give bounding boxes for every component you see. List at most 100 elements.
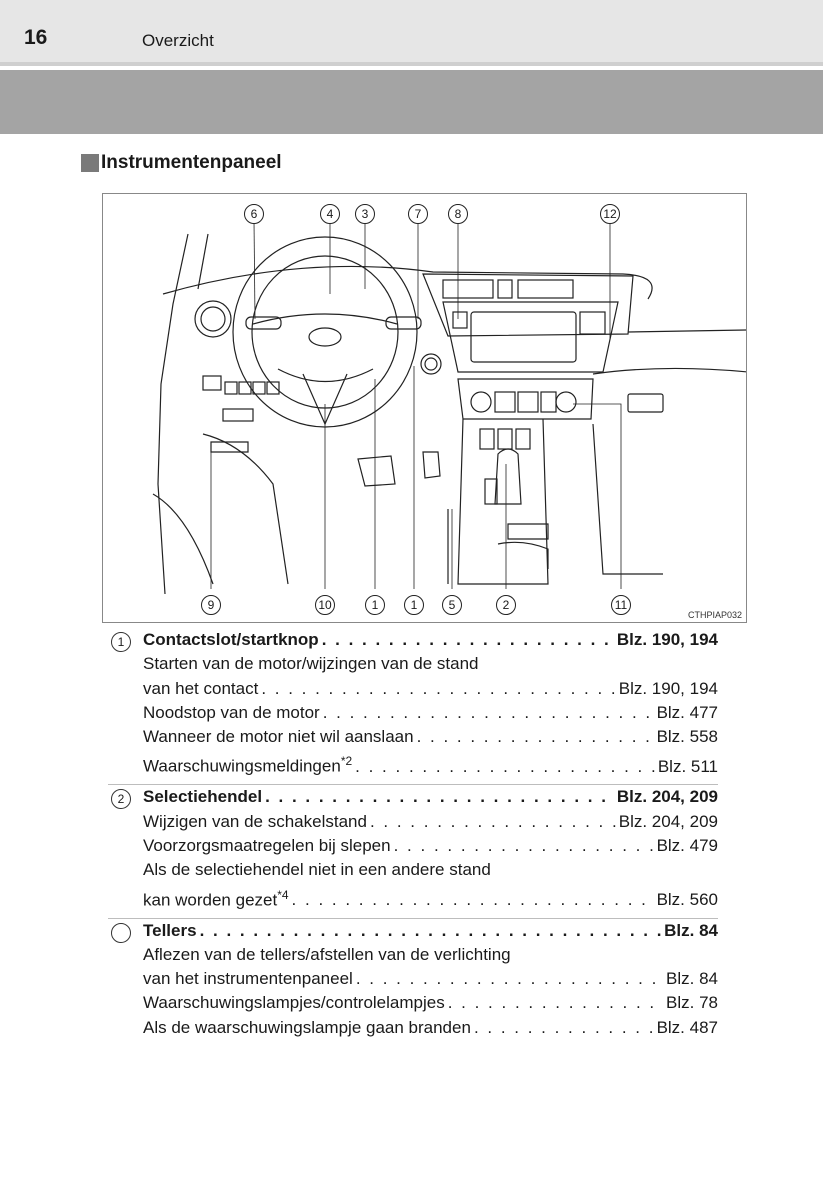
dot-leader <box>200 919 662 943</box>
entry-label-text: Selectiehendel <box>143 787 263 807</box>
page-reference: Blz. 204, 209 <box>618 811 718 831</box>
page-reference: Blz. 190, 194 <box>616 630 718 649</box>
entry-label: van het contact <box>143 677 258 701</box>
entry-label-text: Starten van de motor/wijzingen van de st… <box>143 654 479 674</box>
page-reference: Blz. 487 <box>656 1017 718 1037</box>
entry-line: Voorzorgsmaatregelen bij slepen Blz. 479 <box>143 834 718 858</box>
callout-5: 5 <box>442 595 462 615</box>
entry-label-text: van het instrumentenpaneel <box>143 969 353 989</box>
callout-1a: 1 <box>365 595 385 615</box>
entry-line: van het instrumentenpaneel Blz. 84 <box>143 967 718 991</box>
entry-label: van het instrumentenpaneel <box>143 967 353 991</box>
entry-label: Wijzigen van de schakelstand <box>143 810 367 834</box>
dot-leader <box>448 991 663 1015</box>
dot-leader <box>370 810 616 834</box>
page-reference: Blz. 190, 194 <box>618 678 718 698</box>
entry-label-text: Waarschuwingslampjes/controlelampjes <box>143 993 445 1013</box>
page-reference: Blz. 204, 209 <box>616 787 718 807</box>
page-number: 16 <box>24 26 48 49</box>
entry-label: Tellers <box>143 919 197 943</box>
page-reference: Blz. 84 <box>664 920 718 940</box>
page-reference: Blz. 558 <box>656 727 718 747</box>
page-reference: Blz. 511 <box>657 757 718 777</box>
entry-label-text: Contactslot/startknop <box>143 630 319 649</box>
page-reference: Blz. 560 <box>656 890 718 910</box>
entry-line: van het contact Blz. 190, 194 <box>143 677 718 701</box>
section-heading: Instrumentenpaneel <box>81 152 282 174</box>
callout-10: 10 <box>315 595 335 615</box>
dot-leader <box>474 1016 654 1040</box>
dashboard-drawing <box>152 220 746 595</box>
dot-leader <box>355 755 655 779</box>
entry-heading: Selectiehendel Blz. 204, 209 <box>143 785 718 809</box>
section-name: Overzicht <box>142 31 214 50</box>
entry-label: Contactslot/startknop <box>143 628 319 652</box>
entry-number-badge: 2 <box>111 789 131 810</box>
entry-heading: Tellers Blz. 84 <box>143 919 718 943</box>
page-reference: Blz. 84 <box>666 969 718 989</box>
entry-line: Noodstop van de motorBlz. 477 <box>143 701 718 725</box>
entry-label: Als de waarschuwingslampje gaan branden <box>143 1016 471 1040</box>
callout-3: 3 <box>355 204 375 224</box>
page-title: Instrumentenpaneel <box>101 152 282 173</box>
footnote-marker: *2 <box>340 754 353 769</box>
dot-leader <box>417 725 654 749</box>
entry-line: Waarschuwingslampjes/controlelampjes Blz.… <box>143 991 718 1015</box>
entry-label: Waarschuwingsmeldingen*2 <box>143 749 352 779</box>
entry-number-badge: 1 <box>111 632 131 652</box>
entry-line: Wanneer de motor niet wil aanslaan Blz. 5… <box>143 725 718 749</box>
entry-label-text: Wanneer de motor niet wil aanslaan <box>143 727 414 747</box>
header-band <box>0 70 823 134</box>
dashboard-illustration: 6 4 3 7 8 12 9 10 1 1 5 2 11 CTHPIAP032 <box>102 193 747 623</box>
entry-label-text: Voorzorgsmaatregelen bij slepen <box>143 836 391 856</box>
callout-9: 9 <box>201 595 221 615</box>
dot-leader <box>323 701 654 725</box>
heading-square-icon <box>81 154 99 172</box>
entry-line: Starten van de motor/wijzingen van de st… <box>143 652 718 676</box>
entry-label: Selectiehendel <box>143 785 262 809</box>
page-header: 16 Overzicht <box>0 0 823 66</box>
callout-12: 12 <box>600 204 620 224</box>
callout-7: 7 <box>408 204 428 224</box>
dot-leader <box>322 628 614 652</box>
entry-line: Als de waarschuwingslampje gaan branden B… <box>143 1016 718 1040</box>
entry-label: Aflezen van de tellers/afstellen van de … <box>143 943 511 967</box>
dot-leader <box>265 785 614 809</box>
page-reference: Blz. 78 <box>666 993 718 1013</box>
entry-label: Wanneer de motor niet wil aanslaan <box>143 725 414 749</box>
entry-label-text: Aflezen van de tellers/afstellen van de … <box>143 944 511 964</box>
entry-line: kan worden gezet*4 Blz. 560 <box>143 883 718 913</box>
entry-label: Als de selectiehendel niet in een andere… <box>143 858 491 882</box>
dot-leader <box>261 677 615 701</box>
entry-label: Noodstop van de motor <box>143 701 320 725</box>
page-reference: Blz. 479 <box>656 836 718 856</box>
entry-number-badge <box>111 922 131 943</box>
entry-label-text: van het contact <box>143 678 259 698</box>
callout-4: 4 <box>320 204 340 224</box>
entry-heading: Contactslot/startknop Blz. 190, 194 <box>143 628 718 652</box>
entry-line: Als de selectiehendel niet in een andere… <box>143 858 718 882</box>
callout-11: 11 <box>611 595 631 615</box>
callout-8: 8 <box>448 204 468 224</box>
entry-label-text: Als de waarschuwingslampje gaan branden <box>143 1017 471 1037</box>
dot-leader <box>394 834 654 858</box>
entry-label-text: kan worden gezet <box>143 890 278 910</box>
entry-line: Waarschuwingsmeldingen*2 Blz. 511 <box>143 749 718 779</box>
callout-1b: 1 <box>404 595 424 615</box>
entry-label: Starten van de motor/wijzingen van de st… <box>143 652 478 676</box>
entry-label: kan worden gezet*4 <box>143 883 289 913</box>
entry-line: Wijzigen van de schakelstand Blz. 204, 20… <box>143 810 718 834</box>
dot-leader <box>356 967 663 991</box>
footnote-marker: *4 <box>277 887 289 902</box>
callout-2: 2 <box>496 595 516 615</box>
entry-label-text: Als de selectiehendel niet in een andere… <box>143 860 491 880</box>
figure-code: CTHPIAP032 <box>687 610 742 620</box>
entry-label-text: Noodstop van de motor <box>143 702 320 722</box>
entry-label-text: Wijzigen van de schakelstand <box>143 811 367 831</box>
entry-line: Aflezen van de tellers/afstellen van de … <box>143 943 718 967</box>
entry-label-text: Tellers <box>143 920 197 940</box>
entry-label: Waarschuwingslampjes/controlelampjes <box>143 991 445 1015</box>
